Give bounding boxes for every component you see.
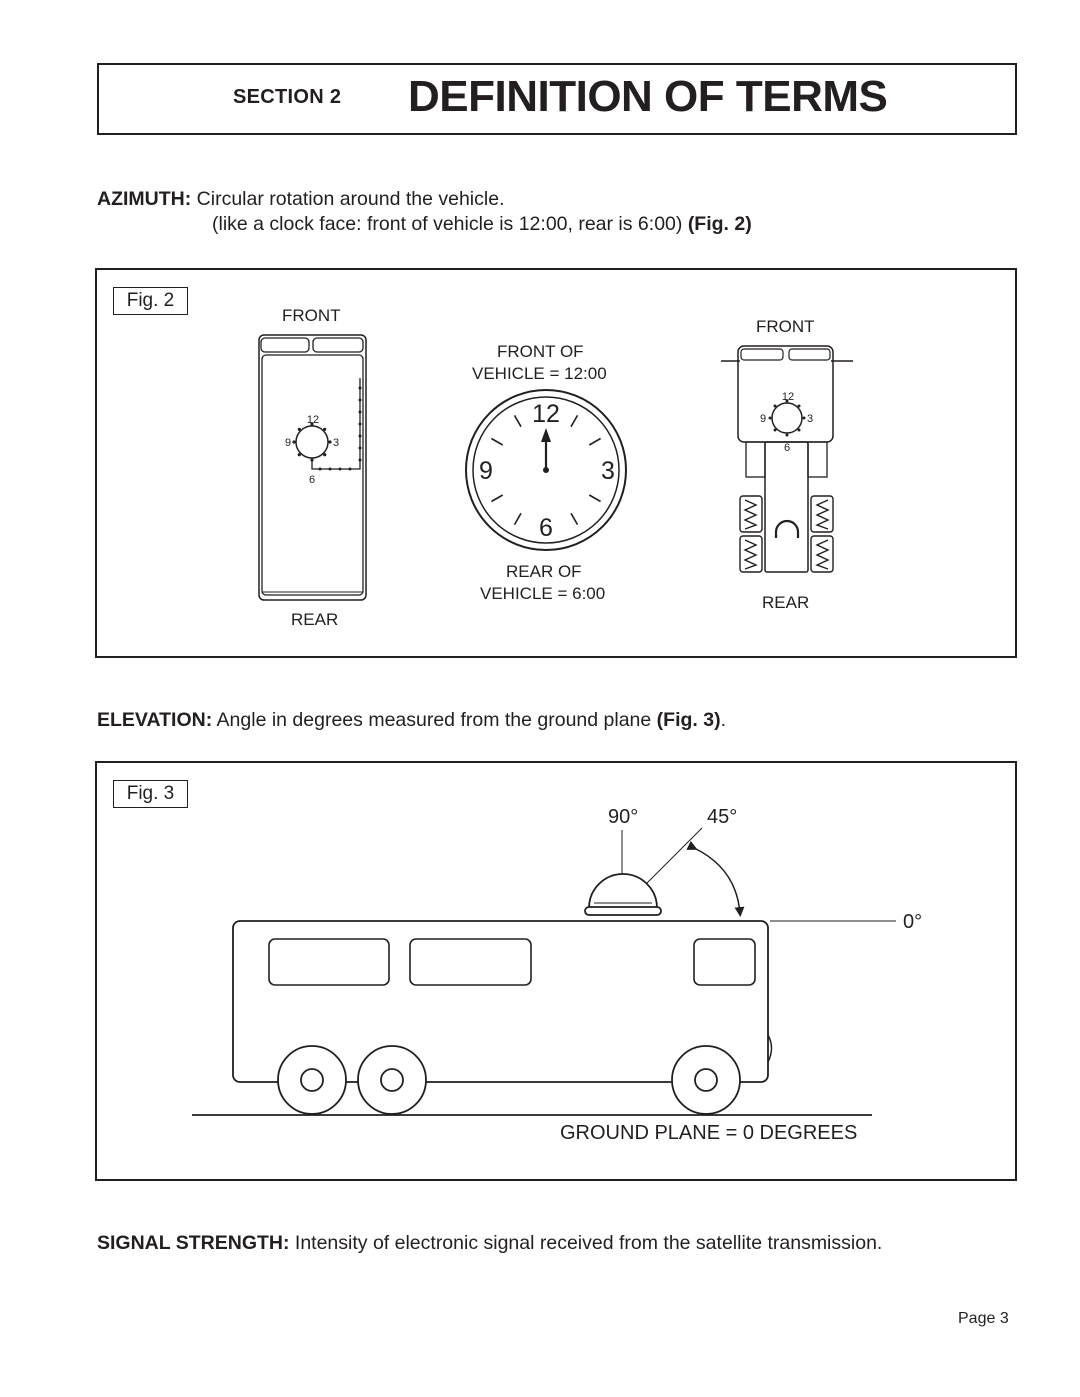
azimuth-definition: AZIMUTH: Circular rotation around the ve…: [97, 187, 505, 211]
clock-rear-label-1: REAR OF: [506, 562, 582, 581]
right-dial-6: 6: [784, 442, 790, 454]
page-number: Page 3: [958, 1310, 1009, 1327]
elevation-text: Angle in degrees measured from the groun…: [216, 709, 652, 731]
right-dial-9: 9: [760, 413, 766, 425]
elevation-period: .: [720, 709, 727, 731]
left-dial-12: 12: [307, 414, 319, 426]
figure-2-tag: Fig. 2: [113, 287, 188, 315]
clock-numeral-3: 3: [601, 457, 615, 485]
clock-face: 12 3 6 9: [465, 389, 627, 551]
azimuth-fig-ref: (Fig. 2): [687, 213, 752, 235]
right-vehicle-front-label: FRONT: [756, 317, 815, 336]
left-vehicle-front-label: FRONT: [282, 306, 341, 325]
elevation-diagram: 90° 45° 0°: [192, 806, 922, 1116]
figure-3-box: [95, 761, 1017, 1181]
vehicle-top-view-right: 12 3 6 9: [721, 345, 853, 573]
signal-strength-text: Intensity of electronic signal received …: [294, 1232, 883, 1254]
elevation-definition: ELEVATION: Angle in degrees measured fro…: [97, 708, 726, 732]
angle-0-label: 0°: [903, 911, 922, 933]
clock-rear-label-2: VEHICLE = 6:00: [480, 584, 606, 603]
signal-strength-definition: SIGNAL STRENGTH: Intensity of electronic…: [97, 1231, 882, 1255]
left-dial-3: 3: [333, 437, 339, 449]
right-vehicle-rear-label: REAR: [762, 593, 810, 612]
azimuth-text: Circular rotation around the vehicle.: [196, 188, 505, 210]
azimuth-note-line: (like a clock face: front of vehicle is …: [212, 212, 752, 236]
azimuth-term: AZIMUTH:: [97, 188, 192, 210]
right-dial-12: 12: [782, 391, 794, 403]
right-dial-3: 3: [807, 413, 813, 425]
left-dial-6: 6: [309, 474, 315, 486]
elevation-fig-ref: (Fig. 3): [656, 709, 721, 731]
clock-front-label-1: FRONT OF: [497, 342, 584, 361]
page-title: DEFINITION OF TERMS: [408, 72, 888, 121]
elevation-term: ELEVATION:: [97, 709, 213, 731]
left-vehicle-rear-label: REAR: [291, 610, 339, 629]
angle-45-label: 45°: [707, 806, 737, 828]
clock-front-label-2: VEHICLE = 12:00: [472, 364, 607, 383]
signal-strength-term: SIGNAL STRENGTH:: [97, 1232, 290, 1254]
figure-3-tag: Fig. 3: [113, 780, 188, 808]
angle-90-label: 90°: [608, 806, 638, 828]
section-label: SECTION 2: [233, 86, 342, 108]
azimuth-note: (like a clock face: front of vehicle is …: [212, 213, 683, 235]
ground-plane-label: GROUND PLANE = 0 DEGREES: [560, 1122, 858, 1144]
left-dial-9: 9: [285, 437, 291, 449]
clock-numeral-9: 9: [479, 457, 493, 485]
vehicle-top-view-left: 12 3 6 9: [258, 334, 367, 601]
clock-numeral-6: 6: [539, 514, 553, 542]
clock-numeral-12: 12: [532, 400, 560, 428]
section-header-box: [97, 63, 1017, 135]
figure-2-box: [95, 268, 1017, 658]
